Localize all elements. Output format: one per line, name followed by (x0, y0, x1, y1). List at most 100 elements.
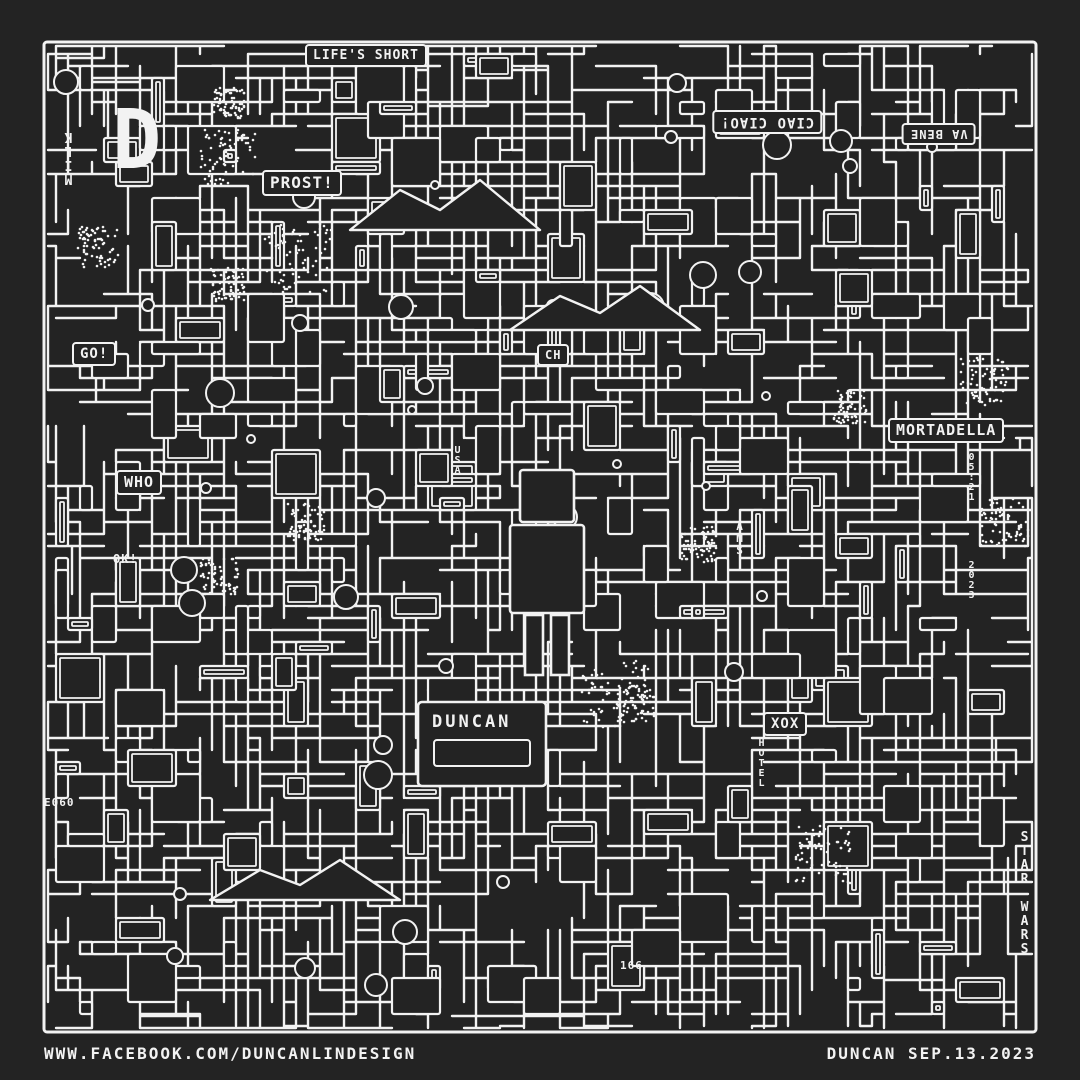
doodle-box (954, 976, 1006, 1004)
doodle-box (594, 376, 646, 392)
texture-dot (988, 519, 992, 523)
doodle-inner-box (299, 645, 329, 651)
texture-dot (318, 222, 322, 226)
texture-dot (281, 233, 285, 237)
texture-dot (636, 693, 640, 697)
texture-dot (796, 853, 800, 857)
doodle-circle (246, 434, 256, 444)
texture-dot (631, 696, 635, 700)
texture-dot (642, 702, 646, 706)
doodle-inner-box (695, 681, 713, 723)
texture-dot (584, 678, 588, 682)
texture-dot (239, 114, 243, 118)
doodle-inner-box (731, 789, 749, 819)
doodle-inner-box (479, 57, 509, 75)
texture-dot (640, 697, 644, 701)
texture-dot (833, 413, 837, 417)
texture-dot (600, 672, 604, 676)
texture-dot (975, 356, 979, 360)
doodle-circle (842, 158, 858, 174)
texture-dot (233, 142, 237, 146)
texture-dot (863, 420, 867, 424)
doodle-box (822, 52, 862, 68)
texture-dot (273, 231, 277, 235)
texture-dot (975, 383, 979, 387)
doodle-circle (364, 973, 388, 997)
doodle-circle (829, 129, 853, 153)
texture-dot (282, 285, 286, 289)
texture-dot (251, 138, 255, 142)
texture-dot (214, 299, 218, 303)
texture-dot (303, 536, 307, 540)
texture-dot (90, 228, 94, 232)
doodle-circle (53, 69, 79, 95)
texture-dot (798, 858, 802, 862)
texture-dot (219, 107, 223, 111)
texture-dot (222, 162, 226, 166)
texture-dot (81, 262, 85, 266)
doodle-box (690, 676, 718, 728)
doodle-box (390, 976, 442, 1016)
texture-dot (592, 713, 596, 717)
texture-dot (632, 684, 636, 688)
texture-dot (849, 391, 853, 395)
texture-dot (599, 685, 603, 689)
texture-dot (236, 267, 240, 271)
doodle-inner-box (755, 513, 761, 555)
doodle-box (222, 940, 238, 968)
texture-dot (94, 243, 98, 247)
texture-dot (855, 419, 859, 423)
texture-dot (223, 142, 227, 146)
texture-dot (313, 508, 317, 512)
texture-dot (207, 561, 211, 565)
texture-dot (309, 532, 313, 536)
texture-dot (629, 696, 633, 700)
doodle-box (846, 616, 862, 656)
texture-dot (235, 131, 239, 135)
texture-dot (222, 293, 226, 297)
texture-dot (199, 574, 203, 578)
doodle-inner-box (791, 489, 809, 531)
texture-dot (306, 270, 310, 274)
texture-dot (220, 581, 224, 585)
doodle-box (450, 352, 502, 392)
doodle-box (54, 772, 70, 800)
texture-dot (995, 543, 999, 547)
texture-dot (648, 688, 652, 692)
texture-dot (316, 538, 320, 542)
doodle-box (426, 316, 454, 332)
texture-dot (213, 565, 217, 569)
time-2-label: 2023 (966, 560, 977, 600)
texture-dot (802, 876, 806, 880)
texture-dot (628, 681, 632, 685)
doodle-box (846, 976, 862, 992)
texture-dot (617, 715, 621, 719)
texture-dot (646, 710, 650, 714)
texture-dot (846, 415, 850, 419)
texture-dot (316, 233, 320, 237)
texture-dot (619, 718, 623, 722)
texture-dot (823, 827, 827, 831)
texture-dot (217, 101, 221, 105)
texture-dot (310, 508, 314, 512)
doodle-box (114, 160, 154, 188)
texture-dot (238, 102, 242, 106)
texture-dot (630, 719, 634, 723)
doodle-inner-box (131, 753, 173, 783)
texture-dot (204, 563, 208, 567)
doodle-box (342, 412, 358, 428)
doodle-inner-box (923, 189, 929, 207)
texture-dot (265, 269, 269, 273)
doodle-inner-box (443, 501, 461, 507)
doodle-box (918, 484, 970, 524)
texture-dot (648, 700, 652, 704)
texture-dot (994, 398, 998, 402)
texture-dot (226, 181, 230, 185)
texture-dot (686, 539, 690, 543)
doodle-box (66, 832, 106, 848)
texture-dot (211, 165, 215, 169)
texture-dot (992, 368, 996, 372)
texture-dot (841, 418, 845, 422)
doodle-box (678, 892, 730, 944)
